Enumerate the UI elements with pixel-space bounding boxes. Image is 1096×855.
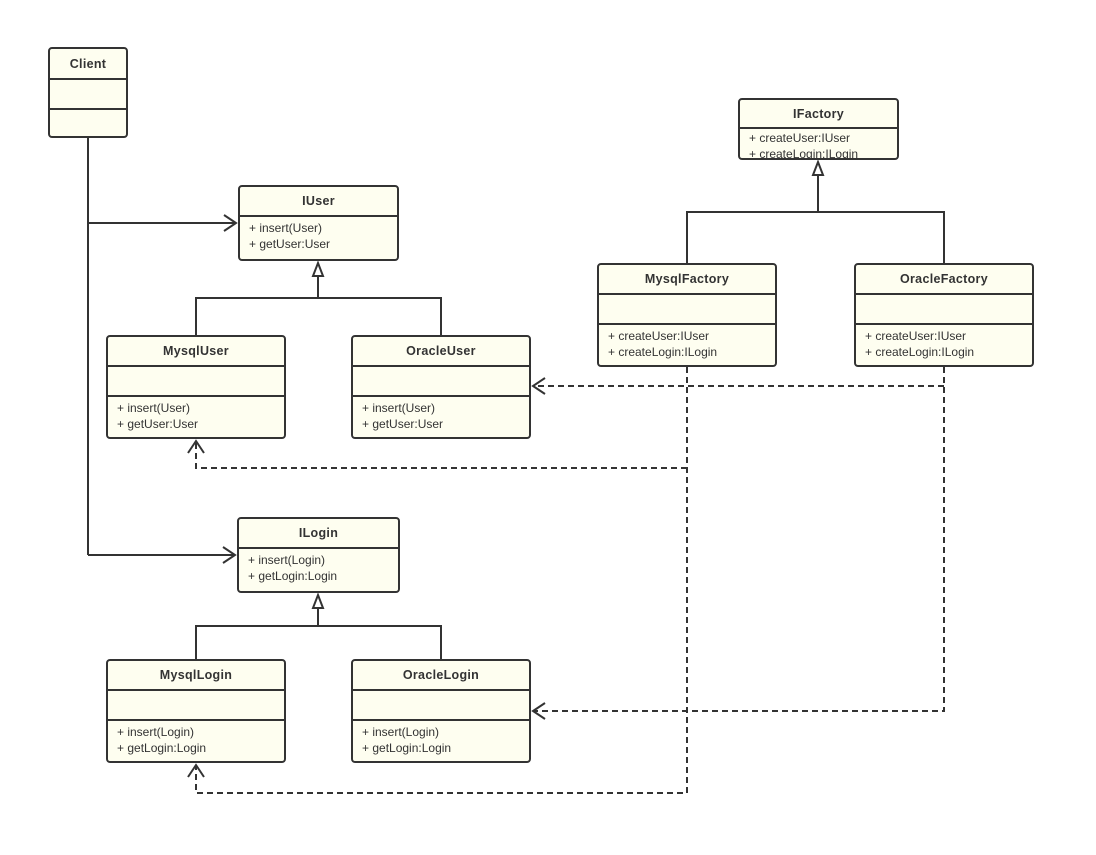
method: + getUser:User (362, 417, 444, 431)
class-mysqluser[interactable]: MysqlUser + insert(User) + getUser:User (106, 335, 286, 439)
methods-compartment: + insert(Login) + getLogin:Login (108, 721, 284, 759)
class-name: MysqlFactory (599, 265, 775, 295)
method: + getUser:User (117, 417, 199, 431)
class-oracleuser[interactable]: OracleUser + insert(User) + getUser:User (351, 335, 531, 439)
class-iuser[interactable]: IUser + insert(User) + getUser:User (238, 185, 399, 261)
method: + insert(Login) (117, 725, 195, 739)
hollow-triangle-icon (311, 260, 325, 277)
methods-compartment: + insert(User) + getUser:User (353, 397, 529, 435)
methods-compartment (50, 110, 126, 116)
open-arrow-icon (531, 702, 546, 720)
class-client[interactable]: Client (48, 47, 128, 138)
attributes-compartment (856, 295, 1032, 325)
method: + createLogin:ILogin (865, 345, 975, 359)
attributes-compartment (353, 691, 529, 721)
class-name: ILogin (239, 519, 398, 549)
method: + getLogin:Login (248, 569, 338, 583)
attributes-compartment (108, 691, 284, 721)
methods-compartment: + insert(User) + getUser:User (108, 397, 284, 435)
method: + insert(User) (362, 401, 436, 415)
class-mysqllogin[interactable]: MysqlLogin + insert(Login) + getLogin:Logi… (106, 659, 286, 763)
attributes-compartment (353, 367, 529, 397)
open-arrow-icon (531, 377, 546, 395)
method: + createLogin:ILogin (608, 345, 718, 359)
method: + getUser:User (249, 237, 331, 251)
class-ilogin[interactable]: ILogin + insert(Login) + getLogin:Login (237, 517, 400, 593)
open-arrow-icon (222, 546, 237, 564)
class-oraclefactory[interactable]: OracleFactory + createUser:IUser + createL… (854, 263, 1034, 367)
attributes-compartment (108, 367, 284, 397)
class-name: Client (50, 49, 126, 80)
generalization-factory (686, 175, 945, 263)
method: + getLogin:Login (117, 741, 207, 755)
class-ifactory[interactable]: IFactory + createUser:IUser + createLogin:… (738, 98, 899, 160)
attributes-compartment (599, 295, 775, 325)
method: + insert(User) (117, 401, 191, 415)
open-arrow-icon (223, 214, 238, 232)
association-client-iuser (87, 138, 236, 555)
class-name: OracleUser (353, 337, 529, 367)
methods-compartment: + insert(Login) + getLogin:Login (353, 721, 529, 759)
method: + createUser:IUser (865, 329, 967, 343)
class-name: MysqlUser (108, 337, 284, 367)
class-mysqlfactory[interactable]: MysqlFactory + createUser:IUser + createLo… (597, 263, 777, 367)
method: + createUser:IUser (608, 329, 710, 343)
methods-compartment: + createUser:IUser + createLogin:ILogin (599, 325, 775, 363)
method: + createLogin:ILogin (749, 147, 859, 160)
hollow-triangle-icon (811, 159, 825, 176)
class-name: IFactory (740, 100, 897, 129)
class-oraclelogin[interactable]: OracleLogin + insert(Login) + getLogin:Log… (351, 659, 531, 763)
method: + createUser:IUser (749, 131, 851, 145)
dependency-mysqlfactory (195, 367, 688, 794)
method: + insert(Login) (248, 553, 326, 567)
class-name: IUser (240, 187, 397, 217)
dependency-oraclefactory (534, 367, 945, 712)
class-name: OracleLogin (353, 661, 529, 691)
open-arrow-icon (187, 763, 205, 778)
method: + insert(User) (249, 221, 323, 235)
methods-compartment: + createUser:IUser + createLogin:ILogin (856, 325, 1032, 363)
methods-compartment: + insert(Login) + getLogin:Login (239, 549, 398, 587)
class-name: OracleFactory (856, 265, 1032, 295)
generalization-user (195, 276, 442, 335)
methods-compartment: + createUser:IUser + createLogin:ILogin (740, 129, 897, 160)
hollow-triangle-icon (311, 592, 325, 609)
class-name: MysqlLogin (108, 661, 284, 691)
method: + getLogin:Login (362, 741, 452, 755)
method: + insert(Login) (362, 725, 440, 739)
open-arrow-icon (187, 439, 205, 454)
methods-compartment: + insert(User) + getUser:User (240, 217, 397, 255)
generalization-login (195, 608, 442, 659)
attributes-compartment (50, 80, 126, 110)
